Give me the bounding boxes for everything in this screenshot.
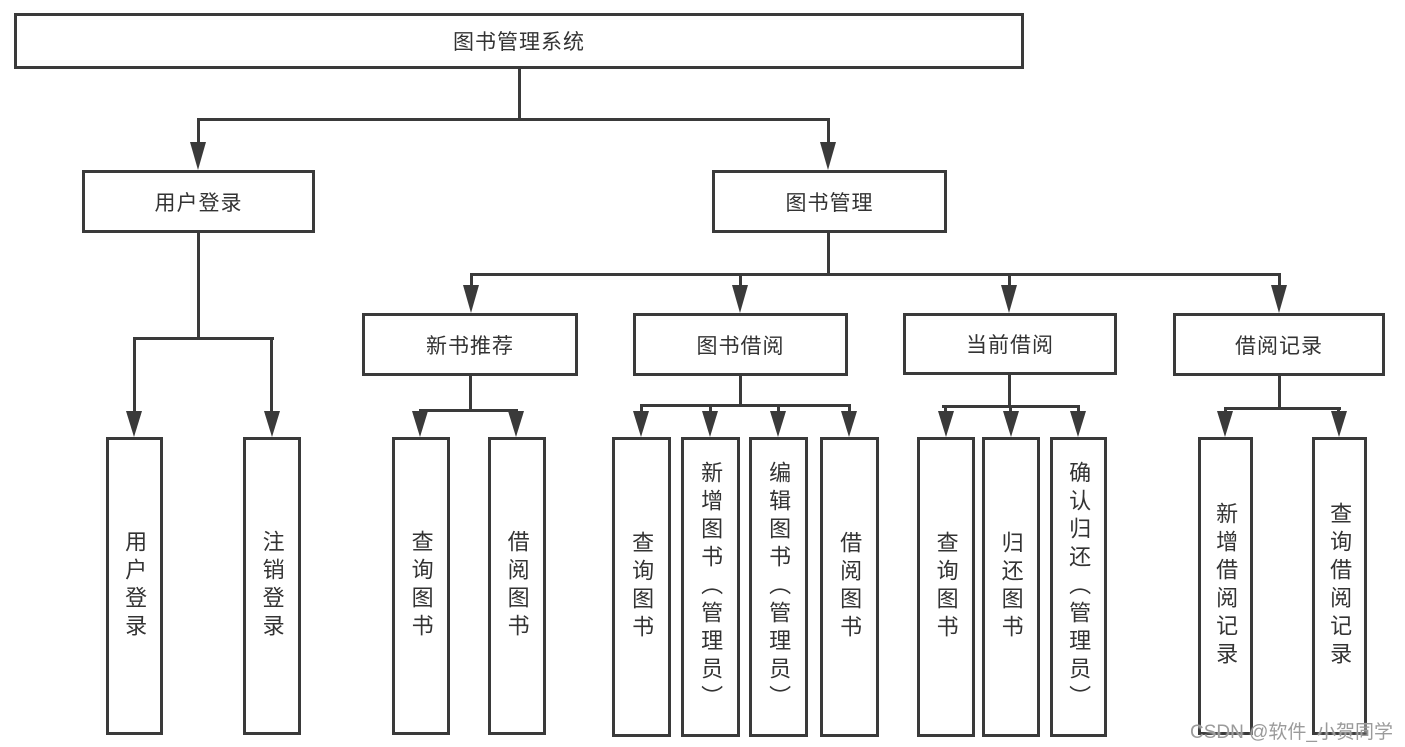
connector-line	[739, 376, 742, 404]
node-user-login-leaf-label: 用户登录	[122, 530, 148, 642]
node-query-books-2: 查询图书	[612, 437, 671, 737]
connector-line	[640, 404, 851, 407]
arrowhead-icon	[1331, 411, 1347, 437]
arrowhead-icon	[702, 411, 718, 437]
connector-line	[1278, 273, 1281, 287]
connector-line	[827, 118, 830, 146]
connector-line	[518, 69, 521, 118]
arrowhead-icon	[732, 285, 748, 313]
node-logout-leaf: 注销登录	[243, 437, 301, 735]
node-confirm-return: 确认归还（管理员）	[1050, 437, 1107, 737]
node-current-borrow: 当前借阅	[903, 313, 1117, 375]
node-add-borrow-record-label: 新增借阅记录	[1213, 502, 1239, 670]
node-query-borrow-record: 查询借阅记录	[1312, 437, 1367, 735]
connector-line	[739, 273, 742, 287]
connector-line	[197, 233, 200, 337]
node-add-books: 新增图书（管理员）	[681, 437, 740, 737]
node-edit-books: 编辑图书（管理员）	[749, 437, 808, 737]
node-new-book-rec: 新书推荐	[362, 313, 578, 376]
watermark: CSDN @软件_小贺同学	[1190, 722, 1393, 743]
connector-line	[197, 118, 830, 121]
connector-line	[640, 404, 643, 414]
node-add-books-label: 新增图书（管理员）	[698, 461, 724, 713]
node-root: 图书管理系统	[14, 13, 1024, 69]
arrowhead-icon	[1271, 285, 1287, 313]
node-user-login: 用户登录	[82, 170, 315, 233]
node-book-borrow-label: 图书借阅	[696, 334, 785, 358]
arrowhead-icon	[126, 411, 142, 437]
node-new-book-rec-label: 新书推荐	[426, 334, 514, 358]
node-user-login-label: 用户登录	[154, 191, 243, 215]
arrowhead-icon	[508, 411, 524, 437]
node-borrow-books-2-label: 借阅图书	[837, 531, 863, 643]
node-borrow-books-2: 借阅图书	[820, 437, 879, 737]
arrowhead-icon	[1001, 285, 1017, 313]
node-query-books-3-label: 查询图书	[933, 531, 959, 643]
arrowhead-icon	[412, 411, 428, 437]
connector-line	[827, 233, 830, 273]
arrowhead-icon	[1003, 411, 1019, 437]
node-query-books-2-label: 查询图书	[629, 531, 655, 643]
connector-line	[709, 404, 712, 414]
node-borrow-books-1: 借阅图书	[488, 437, 546, 735]
connector-line	[777, 404, 780, 414]
node-query-books-1-label: 查询图书	[408, 530, 434, 642]
connector-line	[848, 404, 851, 414]
connector-line	[1008, 273, 1011, 287]
node-book-mgmt: 图书管理	[712, 170, 947, 233]
node-book-mgmt-label: 图书管理	[785, 191, 874, 215]
connector-line	[1009, 405, 1012, 413]
node-current-borrow-label: 当前借阅	[966, 334, 1054, 357]
node-query-books-1: 查询图书	[392, 437, 450, 735]
arrowhead-icon	[463, 285, 479, 313]
node-borrow-records: 借阅记录	[1173, 313, 1385, 376]
connector-line	[133, 337, 274, 340]
node-logout-leaf-label: 注销登录	[259, 530, 285, 642]
connector-line	[270, 337, 273, 413]
node-borrow-books-1-label: 借阅图书	[504, 530, 530, 642]
connector-line	[1278, 376, 1281, 407]
connector-line	[1077, 405, 1080, 413]
connector-line	[1337, 407, 1340, 413]
node-user-login-leaf: 用户登录	[106, 437, 163, 735]
arrowhead-icon	[770, 411, 786, 437]
connector-line	[133, 337, 136, 413]
arrowhead-icon	[633, 411, 649, 437]
connector-line	[1008, 374, 1011, 405]
node-return-books-label: 归还图书	[998, 531, 1024, 643]
connector-line	[1224, 407, 1341, 410]
node-borrow-records-label: 借阅记录	[1235, 334, 1323, 358]
node-root-label: 图书管理系统	[453, 31, 585, 54]
arrowhead-icon	[1070, 411, 1086, 437]
arrowhead-icon	[1217, 411, 1233, 437]
connector-line	[944, 405, 947, 413]
arrowhead-icon	[938, 411, 954, 437]
node-query-books-3: 查询图书	[917, 437, 975, 737]
connector-line	[469, 376, 472, 409]
node-book-borrow: 图书借阅	[633, 313, 848, 376]
arrowhead-icon	[264, 411, 280, 437]
node-add-borrow-record: 新增借阅记录	[1198, 437, 1253, 735]
node-query-borrow-record-label: 查询借阅记录	[1327, 502, 1353, 670]
connector-line	[419, 409, 518, 412]
connector-line	[197, 118, 200, 146]
connector-line	[470, 273, 473, 287]
node-confirm-return-label: 确认归还（管理员）	[1066, 461, 1092, 713]
arrowhead-icon	[190, 142, 206, 170]
arrowhead-icon	[841, 411, 857, 437]
connector-line	[470, 273, 1281, 276]
connector-line	[1224, 407, 1227, 413]
node-return-books: 归还图书	[982, 437, 1040, 737]
node-edit-books-label: 编辑图书（管理员）	[766, 461, 792, 713]
arrowhead-icon	[820, 142, 836, 170]
